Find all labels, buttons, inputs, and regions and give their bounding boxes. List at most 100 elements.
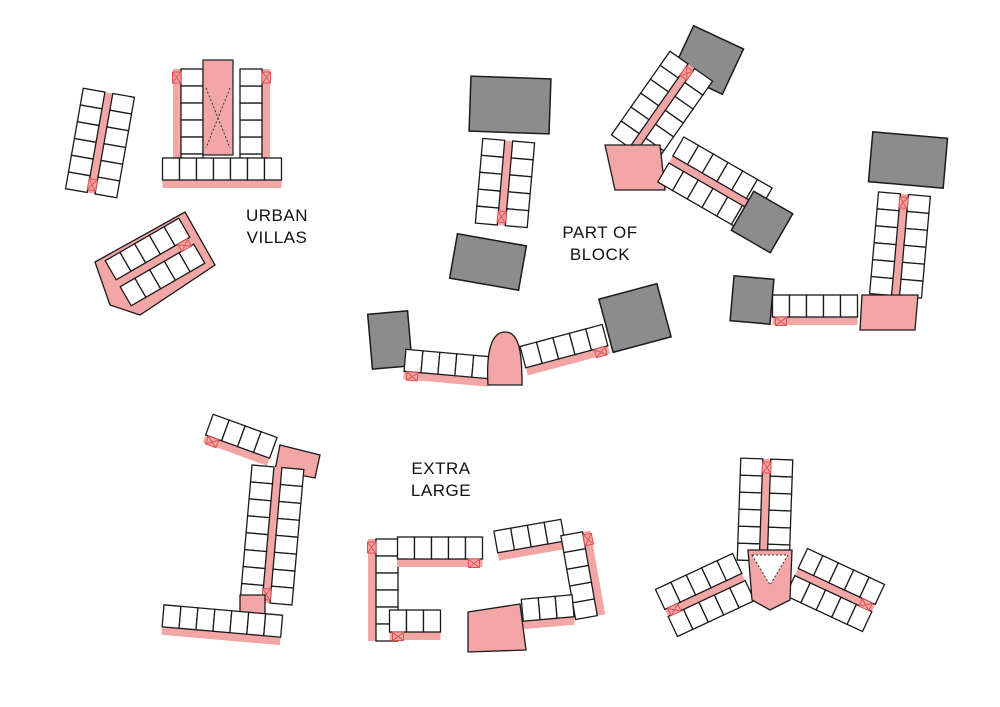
corridor (202, 434, 270, 466)
stair-cross (667, 603, 682, 617)
apartment-unit (768, 475, 793, 495)
building-wing (654, 552, 756, 638)
stair-cross (86, 178, 98, 192)
label-line: BLOCK (569, 245, 631, 264)
corridor (772, 317, 858, 325)
circulation-hall (859, 294, 919, 331)
corridor (262, 69, 270, 171)
stair-icon (496, 210, 508, 224)
apartment-unit (388, 609, 408, 633)
corridor (173, 69, 181, 171)
apartment-unit (94, 176, 121, 199)
stair-cross (262, 71, 271, 84)
corridor (403, 371, 489, 387)
apartment-unit (430, 536, 450, 560)
apartment-unit (272, 551, 298, 572)
label-line: EXTRA (411, 459, 471, 478)
apartment-unit (246, 498, 272, 519)
apartment-unit (737, 525, 762, 545)
corridor (668, 156, 762, 214)
stair-cross (762, 461, 772, 474)
apartment-unit (375, 538, 399, 557)
corridor (389, 632, 441, 640)
apartment-unit (64, 171, 91, 194)
stair-core (597, 282, 673, 354)
building-wing (519, 323, 610, 376)
apartment-unit (413, 536, 433, 560)
stair-core (366, 310, 414, 370)
apartment-unit (180, 136, 204, 155)
apartment-unit (876, 191, 902, 212)
stair-core (867, 131, 949, 189)
apartment-unit (904, 210, 930, 232)
apartment-unit (868, 275, 894, 297)
building-wing (396, 536, 484, 568)
apartment-unit (737, 508, 762, 528)
apartment-unit (769, 458, 794, 478)
apartment-unit (509, 157, 534, 178)
apartment-unit (180, 68, 204, 87)
apartment-unit (537, 595, 558, 621)
apartment-unit (263, 157, 283, 181)
atrium (202, 59, 234, 156)
stair-icon (86, 178, 99, 192)
building-wing (403, 348, 492, 387)
stair-cross (468, 559, 480, 568)
label-extra-large: EXTRA LARGE (396, 458, 486, 502)
corridor (629, 63, 695, 153)
stair-cross (583, 533, 594, 546)
stair-cross (594, 346, 608, 358)
label-line: LARGE (410, 481, 472, 500)
corridor (523, 616, 575, 630)
stair-icon (261, 71, 271, 84)
corridor (664, 573, 746, 617)
corridor (116, 237, 194, 287)
apartment-unit (276, 500, 302, 522)
building-wing (64, 87, 136, 199)
corridor (87, 92, 113, 194)
building-wing (239, 464, 305, 606)
apartment-unit (506, 191, 531, 212)
stair-cross (858, 598, 873, 612)
building-wing (202, 413, 278, 466)
building-wing (560, 530, 606, 621)
apartment-unit (195, 607, 216, 632)
apartment-unit (278, 483, 304, 505)
building-wing (610, 50, 714, 166)
apartment-unit (871, 242, 897, 263)
apartment-unit (239, 102, 263, 121)
apartment-unit (405, 609, 425, 633)
building-wing (474, 137, 536, 229)
apartment-unit (767, 526, 792, 546)
apartment-unit (822, 294, 842, 318)
apartment-unit (375, 589, 399, 608)
apartment-unit (900, 261, 926, 282)
building-wing (736, 457, 794, 563)
corridor (397, 559, 483, 567)
stair-cross (205, 436, 219, 449)
stair-icon (898, 196, 909, 210)
apartment-unit (242, 548, 268, 570)
stair-core (730, 190, 794, 254)
apartment-unit (479, 154, 504, 175)
apartment-unit (180, 119, 204, 138)
apartment-unit (180, 102, 204, 121)
apartment-unit (477, 171, 503, 192)
apartment-unit (279, 466, 305, 488)
apartment-unit (375, 555, 399, 574)
apartment-unit (239, 85, 263, 104)
apartment-unit (504, 208, 530, 229)
corridor (262, 466, 282, 604)
corridor (162, 180, 282, 188)
label-line: VILLAS (246, 228, 308, 247)
stair-icon (204, 435, 220, 449)
stair-cross (392, 632, 404, 641)
apartment-unit (375, 572, 399, 591)
stair-icon (666, 602, 682, 617)
apartment-unit (161, 604, 182, 629)
building-wing (104, 217, 206, 307)
apartment-unit (422, 609, 442, 633)
apartment-unit (474, 205, 500, 226)
apartment-unit (738, 491, 763, 511)
